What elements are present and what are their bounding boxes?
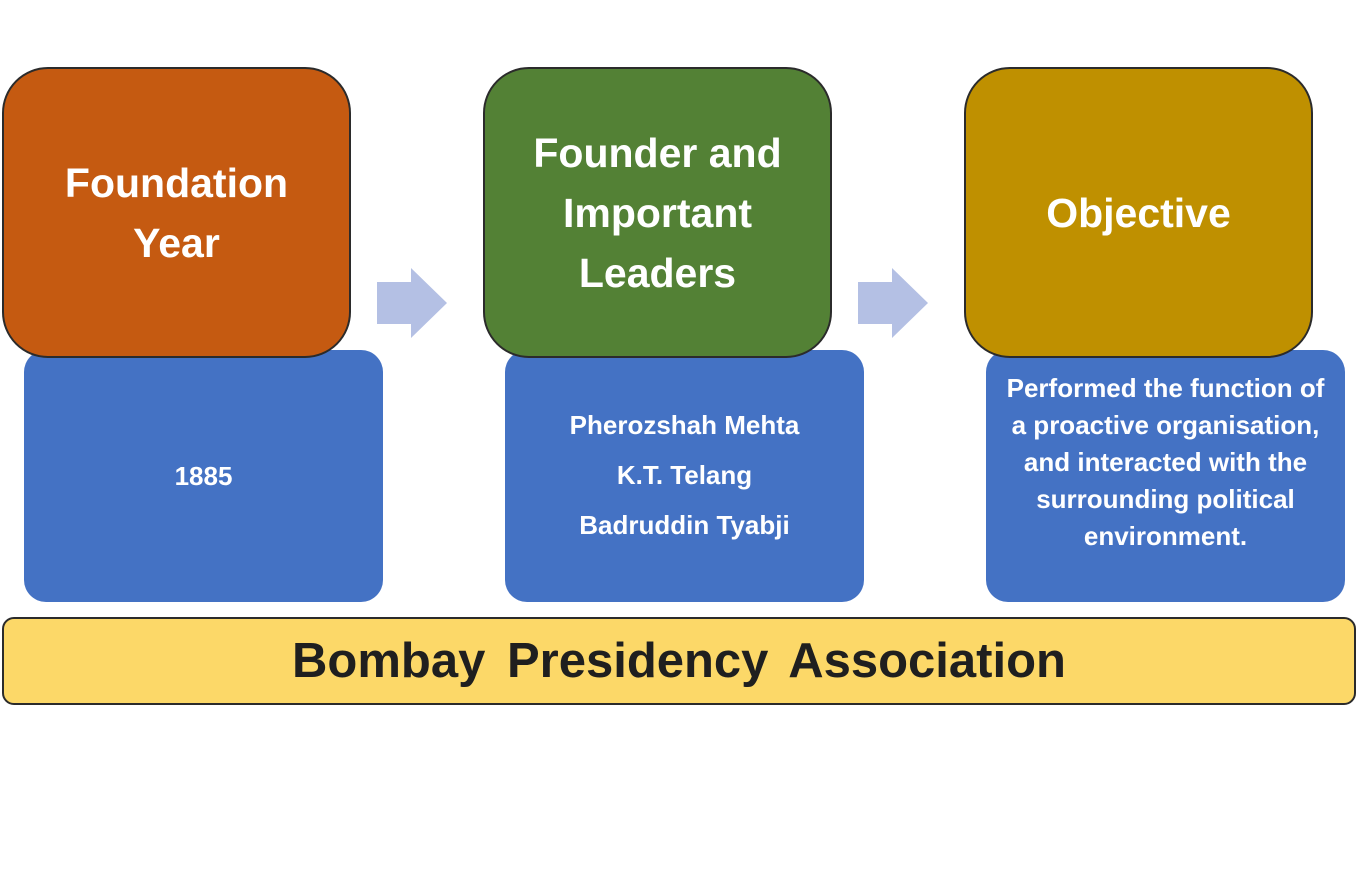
- founder-leaders-heading: Founder and Important Leaders: [533, 129, 782, 296]
- leader-name: K.T. Telang: [616, 460, 753, 490]
- objective-description: Performed the function of a proactive or…: [1006, 373, 1325, 551]
- arrow-right-icon: [377, 268, 447, 338]
- arrow-shape: [858, 268, 928, 338]
- leader-name: Pherozshah Mehta: [569, 410, 800, 440]
- objective-box: Objective: [964, 67, 1313, 358]
- leader-name: Badruddin Tyabji: [579, 510, 790, 540]
- objective-heading: Objective: [1046, 189, 1231, 236]
- organization-title-banner: Bombay Presidency Association: [2, 617, 1356, 705]
- foundation-year-heading: Foundation Year: [64, 159, 289, 266]
- foundation-year-detail-box: 1885: [24, 350, 383, 602]
- foundation-year-value: 1885: [174, 461, 233, 491]
- arrow-right-icon: [858, 268, 928, 338]
- objective-detail-box: Performed the function of a proactive or…: [986, 350, 1345, 602]
- arrow-shape: [377, 268, 447, 338]
- foundation-year-box: Foundation Year: [2, 67, 351, 358]
- founder-leaders-box: Founder and Important Leaders: [483, 67, 832, 358]
- founder-leaders-detail-box: Pherozshah Mehta K.T. Telang Badruddin T…: [505, 350, 864, 602]
- organization-title: Bombay Presidency Association: [292, 634, 1066, 688]
